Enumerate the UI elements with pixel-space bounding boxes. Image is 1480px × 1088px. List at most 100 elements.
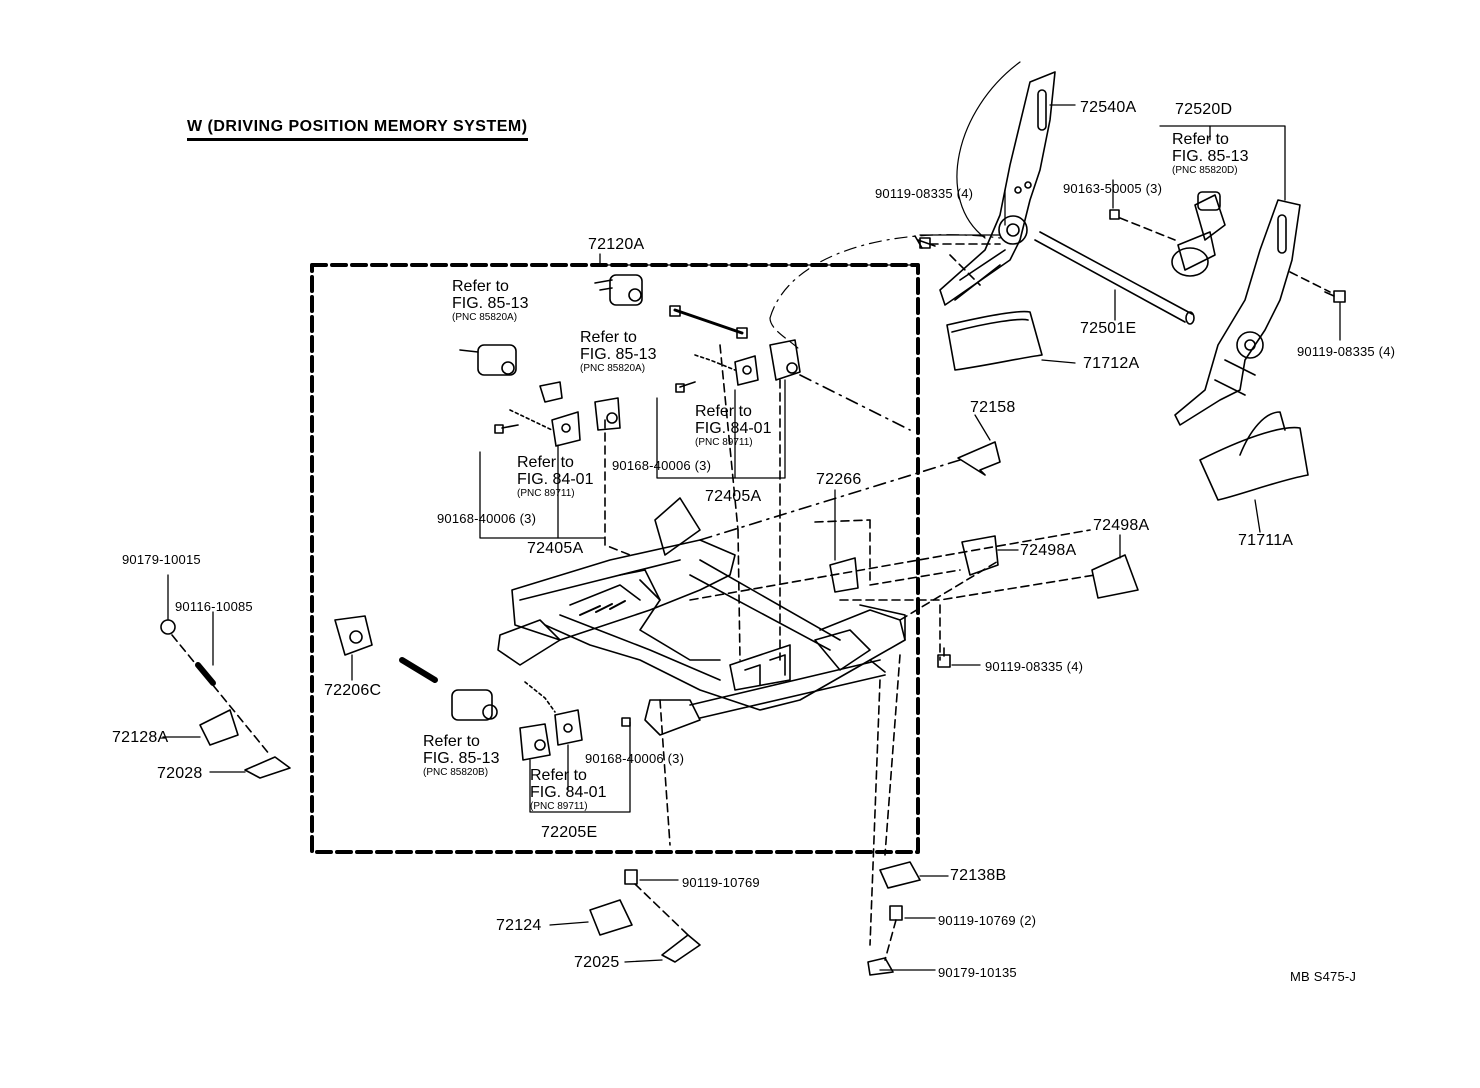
- ref-note-85820A-2: Refer to FIG. 85-13 (PNC 85820A): [580, 329, 656, 374]
- bolt-right: [1324, 290, 1346, 303]
- ref-line2: FIG. 84-01: [695, 420, 772, 437]
- ref-pnc: (PNC 85820B): [423, 767, 489, 778]
- part-label-72158: 72158: [970, 399, 1016, 416]
- bolt-90119-10769: [624, 869, 638, 885]
- diagram-title: W (DRIVING POSITION MEMORY SYSTEM): [187, 118, 528, 141]
- ref-note-89711-2: Refer to FIG. 84-01 (PNC 89711): [517, 454, 593, 499]
- part-label-90119-08335-b: 90119-08335 (4): [1297, 344, 1396, 359]
- ref-line2: FIG. 85-13: [1172, 148, 1249, 165]
- motor-lower-left: [451, 689, 498, 721]
- ref-line1: Refer to: [423, 733, 480, 750]
- shaft-lower: [399, 657, 438, 683]
- knob-72138B: [879, 861, 921, 889]
- sensor-bracket-lower: [524, 681, 631, 746]
- knob-72128A: [199, 709, 239, 746]
- connector-72205E: [519, 723, 551, 761]
- part-label-72028: 72028: [157, 765, 203, 782]
- ref-line1: Refer to: [695, 403, 752, 420]
- ref-pnc: (PNC 89711): [695, 437, 753, 448]
- leader-lines: [162, 104, 1341, 971]
- part-label-90168-40006-b: 90168-40006 (3): [437, 511, 537, 526]
- part-label-72405A-a: 72405A: [705, 488, 762, 505]
- diagram-code: MB S475-J: [1290, 969, 1357, 984]
- ref-note-85820A-1: Refer to FIG. 85-13 (PNC 85820A): [452, 278, 528, 323]
- part-label-90168-40006-c: 90168-40006 (3): [585, 751, 685, 766]
- rod: [1034, 231, 1195, 325]
- motor-upper-left: [459, 344, 517, 376]
- part-label-90119-10769: 90119-10769: [682, 875, 760, 890]
- motor-72120A: [594, 274, 643, 306]
- bracket-72498A-a: [961, 535, 999, 576]
- bolt-left: [914, 235, 936, 249]
- bracket-72266: [829, 557, 859, 593]
- sensor-bracket-upper: [694, 354, 759, 386]
- part-label-72138B: 72138B: [950, 867, 1007, 884]
- seat-frame: [497, 497, 906, 736]
- nut-90179-10135: [867, 957, 894, 976]
- ref-line2: FIG. 85-13: [580, 346, 657, 363]
- ref-line2: FIG. 84-01: [530, 784, 607, 801]
- ref-line2: FIG. 84-01: [517, 471, 594, 488]
- gear-72206C: [334, 615, 373, 656]
- pin-90116-10085: [195, 662, 216, 686]
- part-label-90119-08335-a: 90119-08335 (4): [875, 186, 974, 201]
- ref-pnc: (PNC 89711): [530, 801, 588, 812]
- part-label-72025: 72025: [574, 954, 620, 971]
- ref-line1: Refer to: [1172, 131, 1229, 148]
- part-label-72405A-b: 72405A: [527, 540, 584, 557]
- part-label-71712A: 71712A: [1083, 355, 1140, 372]
- part-label-72205E: 72205E: [541, 824, 598, 841]
- ref-pnc: (PNC 89711): [517, 488, 575, 499]
- cover-71711A: [1199, 426, 1309, 501]
- part-label-72206C: 72206C: [324, 682, 382, 699]
- ref-line2: FIG. 85-13: [452, 295, 529, 312]
- ref-note-85820D: Refer to FIG. 85-13 (PNC 85820D): [1172, 131, 1248, 176]
- part-label-90179-10015: 90179-10015: [122, 552, 201, 567]
- connector-upper-right: [769, 339, 801, 381]
- ref-pnc: (PNC 85820A): [452, 312, 518, 323]
- bracket-72498A-b: [1091, 554, 1139, 599]
- cover-72028: [244, 756, 291, 779]
- part-label-72498A-a: 72498A: [1020, 542, 1077, 559]
- ref-note-89711-1: Refer to FIG. 84-01 (PNC 89711): [695, 403, 771, 448]
- cover-71712A: [946, 310, 1043, 371]
- part-label-90119-10769-2: 90119-10769 (2): [938, 913, 1037, 928]
- nut-90179-10015: [160, 619, 176, 635]
- ref-note-89711-3: Refer to FIG. 84-01 (PNC 89711): [530, 767, 606, 812]
- part-label-72120A: 72120A: [588, 236, 645, 253]
- bolt-90119-10769-2: [889, 905, 903, 921]
- part-label-90168-40006-a: 90168-40006 (3): [612, 458, 712, 473]
- bolt-90119-08335-c: [937, 647, 951, 668]
- cable-upper: [669, 305, 748, 339]
- sensor-bracket-mid: [509, 381, 581, 447]
- knob-72124: [589, 899, 633, 936]
- ref-note-85820B: Refer to FIG. 85-13 (PNC 85820B): [423, 733, 499, 778]
- part-label-72266: 72266: [816, 471, 862, 488]
- recliner-hinge-right: [1174, 199, 1301, 426]
- part-label-72501E: 72501E: [1080, 320, 1137, 337]
- screw-upper: [494, 381, 696, 434]
- ref-pnc: (PNC 85820A): [580, 363, 646, 374]
- clip-72158: [957, 441, 1001, 476]
- ref-line1: Refer to: [530, 767, 587, 784]
- connector-mid: [594, 397, 621, 431]
- screw-90163: [1109, 209, 1120, 220]
- ref-pnc: (PNC 85820D): [1172, 165, 1238, 176]
- cover-72025: [661, 934, 701, 963]
- ref-line2: FIG. 85-13: [423, 750, 500, 767]
- recliner-motor: [1171, 191, 1226, 277]
- part-label-71711A: 71711A: [1238, 532, 1294, 549]
- part-label-72128A: 72128A: [112, 729, 169, 746]
- part-label-90163-50005: 90163-50005 (3): [1063, 181, 1163, 196]
- ref-line1: Refer to: [517, 454, 574, 471]
- part-label-90179-10135: 90179-10135: [938, 965, 1017, 980]
- part-label-90119-08335-c: 90119-08335 (4): [985, 659, 1084, 674]
- seatback-outline: [956, 61, 1021, 239]
- part-label-72540A: 72540A: [1080, 99, 1137, 116]
- part-label-72520D: 72520D: [1175, 101, 1233, 118]
- part-label-72124: 72124: [496, 917, 542, 934]
- part-label-72498A-b: 72498A: [1093, 517, 1150, 534]
- part-label-90116-10085: 90116-10085: [175, 599, 253, 614]
